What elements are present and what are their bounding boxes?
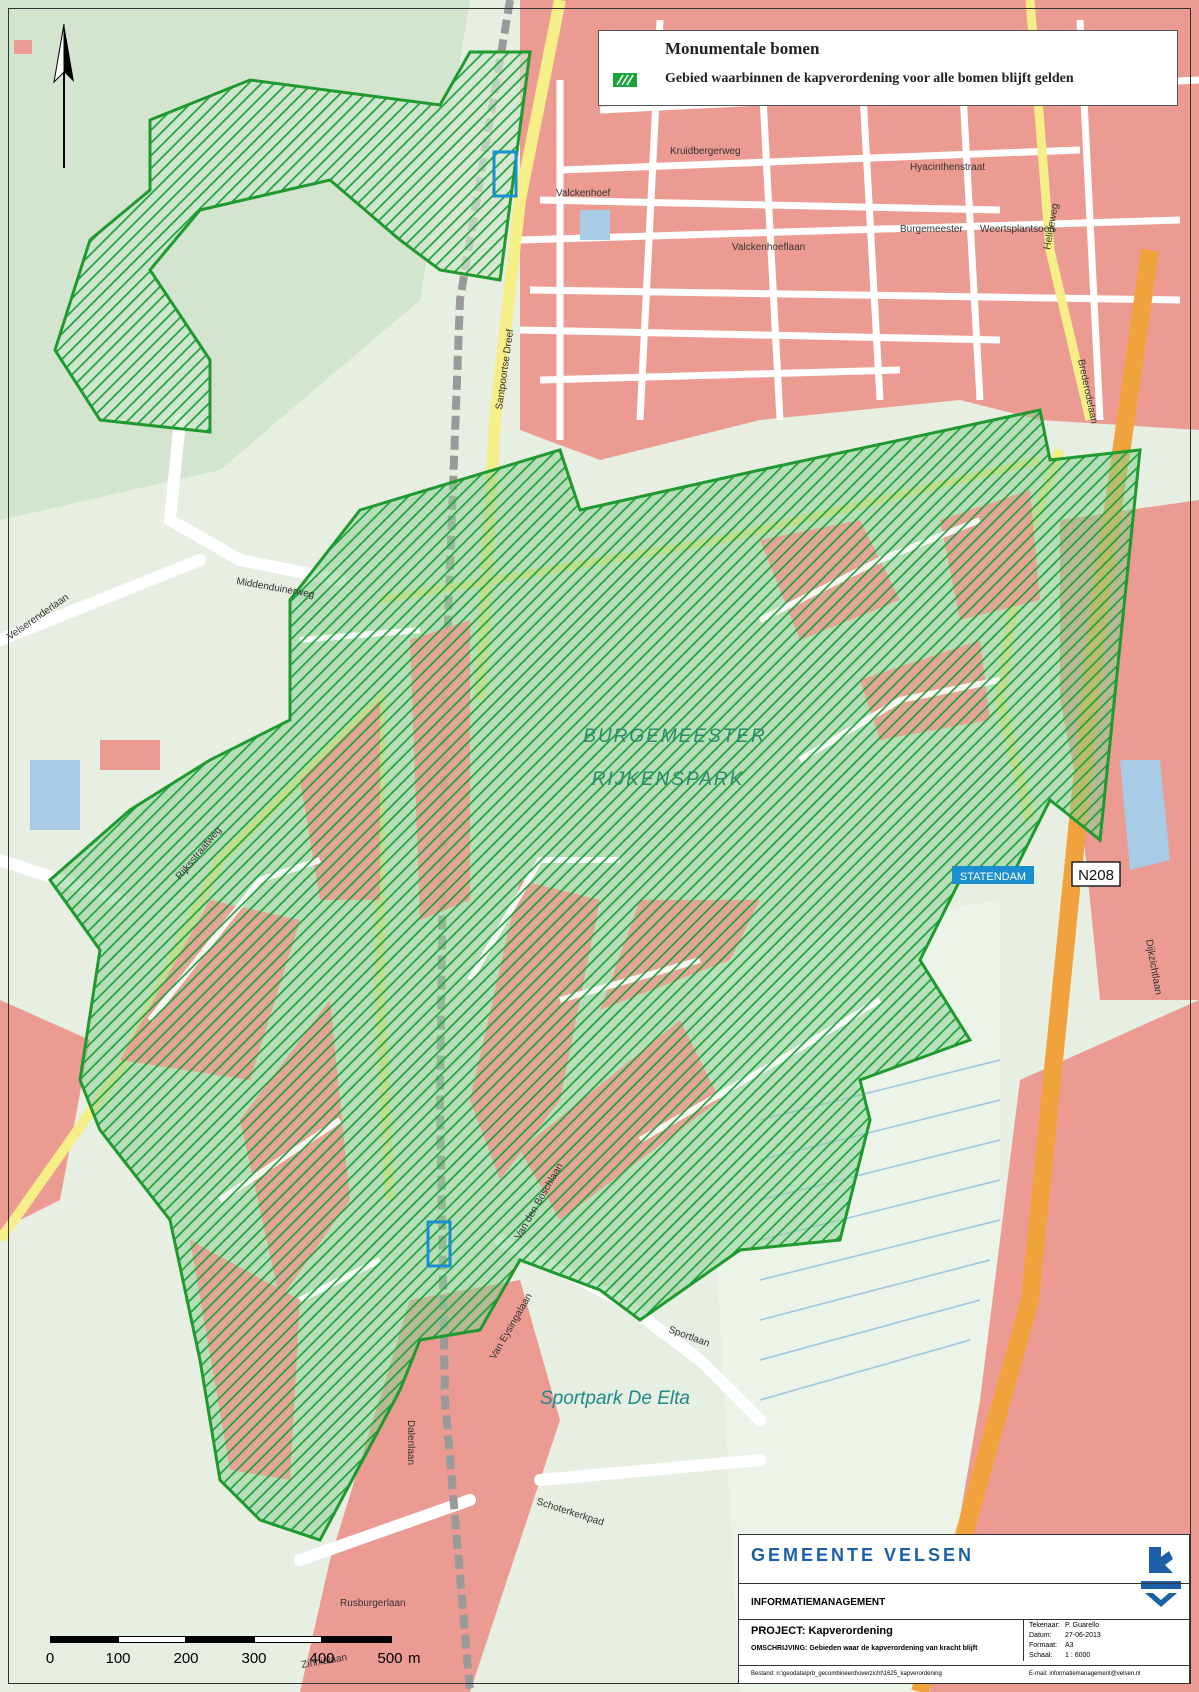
meta-key: Tekenaar: <box>1029 1622 1060 1629</box>
scale-label: 500 <box>377 1650 403 1667</box>
scale-segment <box>186 1636 254 1643</box>
park-label-line2: RIJKENSPARK <box>592 769 745 790</box>
organization-name: GEMEENTE VELSEN <box>751 1545 975 1565</box>
meta-row: Schaal: 1 : 6000 <box>1029 1651 1101 1661</box>
street-label: Kruidbergerweg <box>670 146 741 157</box>
protected-area-south-hatch <box>47 408 1142 1542</box>
divider <box>739 1619 1191 1620</box>
street-label: Burgemeester <box>900 224 963 235</box>
scale-label: 200 <box>173 1650 199 1667</box>
meta-row: Formaat: A3 <box>1029 1641 1101 1651</box>
description-label: OMSCHRIJVING: <box>751 1645 808 1652</box>
station-marker-north[interactable] <box>492 150 518 198</box>
project-name: Kapverordening <box>808 1625 893 1637</box>
scale-label: 400 <box>309 1650 335 1667</box>
scale-bar: 0 100 200 300 400 500 m <box>46 1630 430 1678</box>
meta-value: 27-06-2013 <box>1065 1632 1101 1639</box>
meta-key: Formaat: <box>1029 1642 1058 1649</box>
station-marker-south[interactable] <box>426 1220 452 1268</box>
street-label: Dalenlaan <box>405 1420 416 1465</box>
road-shield <box>1071 861 1121 887</box>
north-arrow-icon <box>53 23 74 168</box>
meta-value: P. Guarello <box>1065 1622 1100 1629</box>
divider <box>1023 1619 1024 1661</box>
meta-key: Schaal: <box>1029 1652 1053 1659</box>
legend-title: Monumentale bomen <box>665 39 820 58</box>
map-legend: Monumentale bomen Gebied waarbinnen de k… <box>598 30 1178 106</box>
station-label-bg <box>952 866 1034 884</box>
meta-value: 1 : 6000 <box>1065 1652 1091 1659</box>
contact-email: E-mail: informatiemanagement@velsen.nl <box>1029 1671 1141 1677</box>
scale-segment <box>118 1636 186 1643</box>
meta-row: Tekenaar: P. Guarello <box>1029 1621 1101 1631</box>
metadata: Tekenaar: P. Guarello Datum: 27-06-2013 Fo… <box>1029 1621 1101 1661</box>
scale-unit: m <box>408 1650 421 1667</box>
street-label: Hyacinthenstraat <box>910 162 985 173</box>
scale-segment <box>322 1636 392 1643</box>
meta-value: A3 <box>1065 1642 1074 1649</box>
station-label: STATENDAM <box>960 871 1026 883</box>
water-features <box>30 210 1170 870</box>
department-name: INFORMATIEMANAGEMENT <box>751 1597 886 1608</box>
divider <box>739 1665 1191 1666</box>
scale-segment <box>254 1636 322 1643</box>
description-line: OMSCHRIJVING: Gebieden waar de kapverord… <box>751 1645 977 1652</box>
street-label: Weertsplantsoen <box>980 224 1055 235</box>
title-block: GEMEENTE VELSEN INFORMATIEMANAGEMENT PRO… <box>738 1534 1191 1684</box>
legend-item-label: Gebied waarbinnen de kapverordening voor… <box>665 71 1074 86</box>
legend-swatch-icon <box>613 73 637 87</box>
scale-label: 300 <box>241 1650 267 1667</box>
protected-area-north-hatch <box>53 50 532 434</box>
sportpark-label: Sportpark De Elta <box>540 1388 690 1409</box>
park-label-line1: BURGEMEESTER <box>583 726 766 747</box>
scale-label: 0 <box>45 1650 55 1667</box>
street-label: Rusburgerlaan <box>340 1598 406 1609</box>
divider <box>739 1583 1191 1584</box>
street-label: Valckenhoef <box>556 188 611 199</box>
scale-segment <box>50 1636 118 1643</box>
meta-key: Datum: <box>1029 1632 1052 1639</box>
road-shield-label: N208 <box>1078 867 1114 884</box>
meta-row: Datum: 27-06-2013 <box>1029 1631 1101 1641</box>
project-label: PROJECT: <box>751 1625 806 1637</box>
street-label: Valckenhoeflaan <box>732 242 805 253</box>
file-path: Bestand: n:\geodata\prb_gecombineerd\ove… <box>751 1671 942 1677</box>
velsen-logo-icon <box>1141 1547 1181 1607</box>
description-text: Gebieden waar de kapverordening van krac… <box>809 1645 978 1652</box>
scale-label: 100 <box>105 1650 131 1667</box>
project-line: PROJECT: Kapverordening <box>751 1625 893 1637</box>
